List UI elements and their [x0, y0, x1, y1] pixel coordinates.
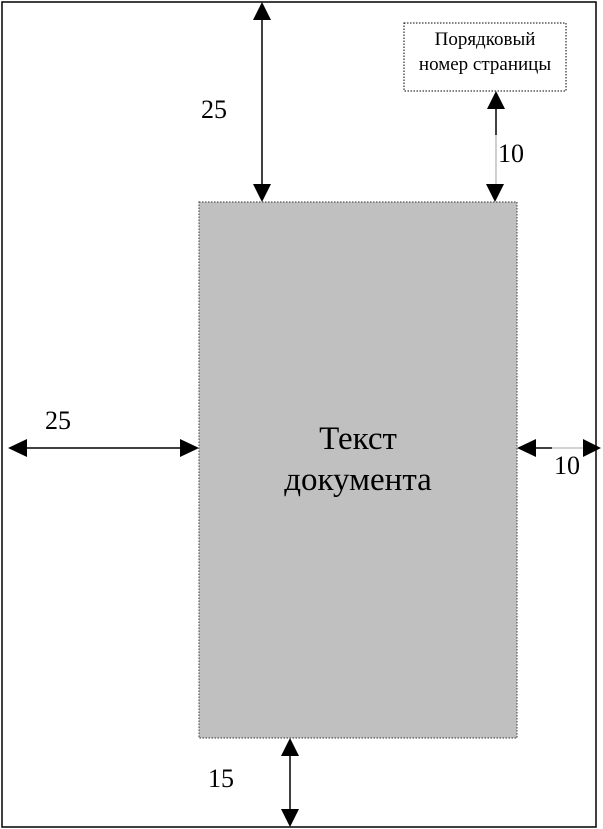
- top-margin-label: 25: [201, 95, 227, 124]
- page-number-gap-label: 10: [498, 139, 524, 168]
- text-area-label-line2: документа: [284, 462, 432, 498]
- text-area-block: [198, 201, 518, 739]
- page-number-box: [403, 22, 567, 92]
- page-number-label-line1: Порядковый: [435, 29, 536, 50]
- left-margin-arrow: [8, 439, 199, 457]
- bottom-margin-label: 15: [208, 764, 234, 793]
- page-number-label-line2: номер страницы: [419, 54, 551, 75]
- page-number-gap-arrow: [486, 91, 505, 202]
- top-margin-arrow: [253, 2, 271, 202]
- left-margin-label: 25: [45, 406, 71, 435]
- text-area-label-line1: Текст: [319, 421, 397, 457]
- right-margin-label: 10: [554, 451, 580, 480]
- bottom-margin-arrow: [281, 738, 299, 827]
- right-margin-arrow: [517, 439, 601, 457]
